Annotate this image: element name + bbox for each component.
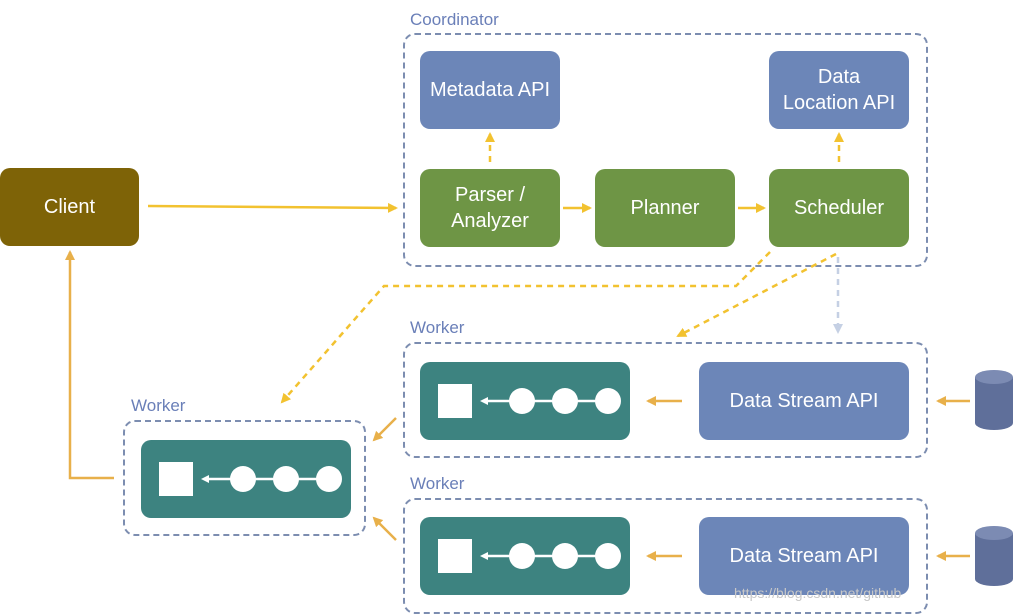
pipeline-top[interactable] <box>420 362 630 440</box>
pipeline-left[interactable] <box>141 440 351 518</box>
pipeline-left-icon <box>159 462 342 496</box>
database-icon-1 <box>975 370 1013 430</box>
planner-node[interactable]: Planner <box>595 169 735 247</box>
pipeline-mid[interactable] <box>420 517 630 595</box>
pipeline-top-icon <box>438 384 621 418</box>
client-node[interactable]: Client <box>0 168 139 246</box>
metadata-api-node[interactable]: Metadata API <box>420 51 560 129</box>
watermark-text: https://blog.csdn.net/github <box>734 585 902 601</box>
arrow-worker-top-to-left <box>372 417 397 442</box>
arrow-worker-mid-to-left <box>372 516 397 541</box>
worker-mid-group <box>403 498 928 614</box>
pipeline-mid-icon <box>438 539 621 573</box>
parser-analyzer-node[interactable]: Parser / Analyzer <box>420 169 560 247</box>
scheduler-node[interactable]: Scheduler <box>769 169 909 247</box>
database-icon-2 <box>975 526 1013 586</box>
data-stream-api-node-2[interactable]: Data Stream API <box>699 517 909 595</box>
worker-top-group <box>403 342 928 458</box>
coordinator-label: Coordinator <box>410 10 499 29</box>
arrow-scheduler-to-worker-left <box>280 251 771 404</box>
arrow-client-to-coordinator <box>147 202 398 213</box>
arrow-worker-left-to-client <box>65 250 114 480</box>
worker-left-label: Worker <box>131 396 186 415</box>
data-stream-api-node-1[interactable]: Data Stream API <box>699 362 909 440</box>
worker-top-label: Worker <box>410 318 465 337</box>
worker-left-group <box>123 420 366 536</box>
data-location-api-node[interactable]: Data Location API <box>769 51 909 129</box>
worker-mid-label: Worker <box>410 474 465 493</box>
arrow-scheduler-to-worker-top <box>676 252 837 338</box>
coordinator-group <box>403 33 928 267</box>
